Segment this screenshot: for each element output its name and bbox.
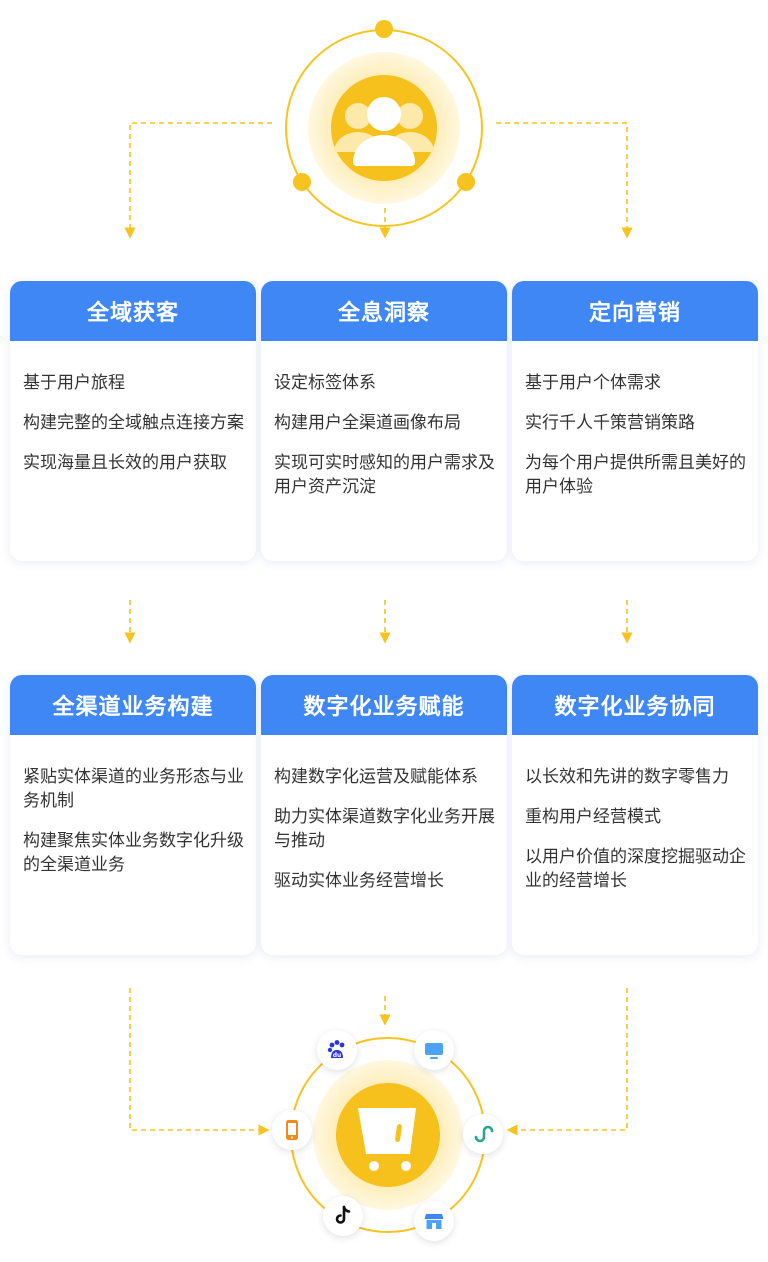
bottom-connectors bbox=[129, 988, 628, 1136]
card-quanyu-huoke: 全域获客 基于用户旅程 构建完整的全域触点连接方案 实现海量且长效的用户获取 bbox=[10, 281, 256, 561]
card-line: 重构用户经营模式 bbox=[525, 807, 661, 827]
card-title: 数字化业务协同 bbox=[512, 675, 758, 735]
card-line: 构建数字化运营及赋能体系 bbox=[274, 767, 478, 787]
top-connectors bbox=[124, 122, 633, 239]
card-line: 驱动实体业务经营增长 bbox=[274, 871, 444, 891]
card-line: 构建完整的全域触点连接方案 bbox=[23, 413, 244, 433]
card-title: 定向营销 bbox=[512, 281, 758, 341]
card-line: 紧贴实体渠道的业务形态与业务机制 bbox=[23, 767, 244, 811]
shopping-cart-icon bbox=[358, 1108, 416, 1171]
mini-program-link-icon bbox=[463, 1114, 503, 1154]
card-line: 基于用户旅程 bbox=[23, 373, 125, 393]
card-line: 构建聚焦实体业务数字化升级的全渠道业务 bbox=[23, 831, 244, 875]
svg-text:du: du bbox=[333, 1052, 342, 1059]
card-quanqudao-yewu-goujian: 全渠道业务构建 紧贴实体渠道的业务形态与业务机制 构建聚焦实体业务数字化升级的全… bbox=[10, 675, 256, 955]
top-hub bbox=[285, 20, 483, 227]
user-group-icon bbox=[334, 97, 434, 166]
card-shuzihua-yewu-funeng: 数字化业务赋能 构建数字化运营及赋能体系 助力实体渠道数字化业务开展与推动 驱动… bbox=[261, 675, 507, 955]
card-title: 全域获客 bbox=[10, 281, 256, 341]
bottom-hub bbox=[290, 1037, 486, 1233]
card-line: 实现可实时感知的用户需求及用户资产沉淀 bbox=[274, 453, 495, 497]
card-line: 以长效和先讲的数字零售力 bbox=[525, 767, 729, 787]
card-shuzihua-yewu-xietong: 数字化业务协同 以长效和先讲的数字零售力 重构用户经营模式 以用户价值的深度挖掘… bbox=[512, 675, 758, 955]
card-title: 全渠道业务构建 bbox=[10, 675, 256, 735]
card-line: 基于用户个体需求 bbox=[525, 373, 661, 393]
monitor-icon bbox=[414, 1030, 454, 1070]
card-line: 以用户价值的深度挖掘驱动企业的经营增长 bbox=[525, 847, 746, 891]
card-line: 助力实体渠道数字化业务开展与推动 bbox=[274, 807, 495, 851]
card-line: 实行千人千策营销策路 bbox=[525, 413, 695, 433]
card-quanxi-dongcha: 全息洞察 设定标签体系 构建用户全渠道画像布局 实现可实时感知的用户需求及用户资… bbox=[261, 281, 507, 561]
card-dingxiang-yingxiao: 定向营销 基于用户个体需求 实行千人千策营销策路 为每个用户提供所需且美好的用户… bbox=[512, 281, 758, 561]
middle-connectors bbox=[124, 600, 633, 644]
card-line: 构建用户全渠道画像布局 bbox=[274, 413, 461, 433]
store-icon bbox=[414, 1201, 454, 1241]
tiktok-icon bbox=[323, 1196, 363, 1236]
baidu-icon: du bbox=[317, 1030, 357, 1070]
card-line: 为每个用户提供所需且美好的用户体验 bbox=[525, 453, 746, 497]
card-line: 实现海量且长效的用户获取 bbox=[23, 453, 227, 473]
mobile-phone-icon bbox=[272, 1110, 312, 1150]
card-title: 全息洞察 bbox=[261, 281, 507, 341]
card-title: 数字化业务赋能 bbox=[261, 675, 507, 735]
card-line: 设定标签体系 bbox=[274, 373, 376, 393]
